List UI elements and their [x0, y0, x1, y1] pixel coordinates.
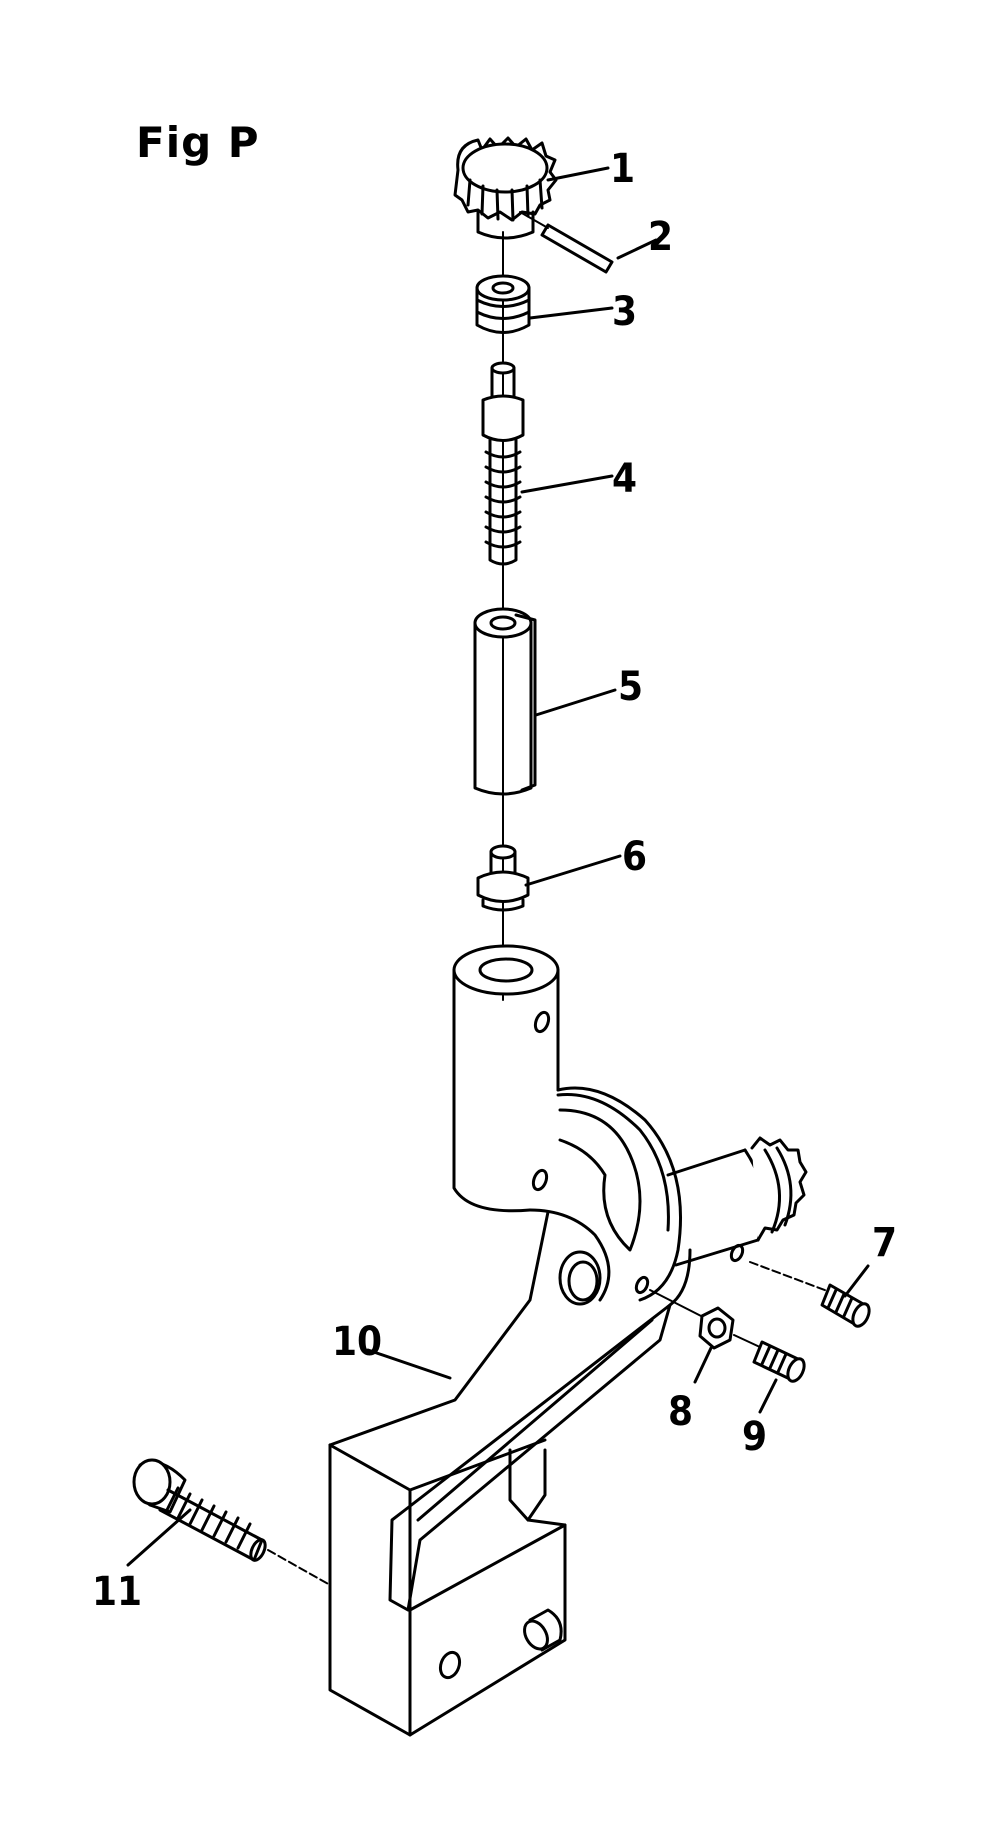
leader-4	[522, 476, 612, 492]
leader-10	[368, 1350, 450, 1378]
callout-8: 8	[668, 1389, 693, 1435]
callout-5: 5	[618, 664, 643, 710]
leader-1	[548, 168, 608, 180]
part-2-pin	[520, 212, 612, 272]
leader-9	[760, 1380, 776, 1412]
leader-2	[618, 240, 656, 258]
leader-11	[128, 1510, 190, 1565]
part-9-set-screw	[734, 1335, 807, 1384]
callout-7: 7	[872, 1220, 897, 1266]
leader-7	[845, 1266, 868, 1296]
callout-11: 11	[92, 1569, 142, 1615]
part-11-cap-screw	[134, 1460, 330, 1585]
part-6-stepped-collar	[478, 846, 528, 910]
callout-9: 9	[742, 1414, 767, 1460]
part-5-slotted-sleeve	[475, 609, 535, 794]
callout-10: 10	[332, 1319, 382, 1365]
part-4-threaded-spindle	[483, 363, 523, 564]
callout-3: 3	[612, 289, 637, 335]
leader-lines	[128, 168, 868, 1565]
callout-4: 4	[612, 456, 637, 502]
part-8-hex-nut	[650, 1290, 733, 1348]
leader-8	[695, 1348, 711, 1382]
callout-1: 1	[610, 146, 635, 192]
part-1-knurled-knob	[455, 138, 556, 238]
leader-6	[526, 856, 620, 885]
leader-3	[530, 308, 612, 318]
part-7-set-screw	[750, 1262, 872, 1329]
part-3-bushing	[477, 276, 529, 333]
figure-title: Fig P	[136, 118, 260, 167]
leader-5	[536, 690, 615, 715]
part-10-arm-bracket	[330, 946, 806, 1735]
callout-6: 6	[622, 834, 647, 880]
callout-2: 2	[648, 214, 673, 260]
